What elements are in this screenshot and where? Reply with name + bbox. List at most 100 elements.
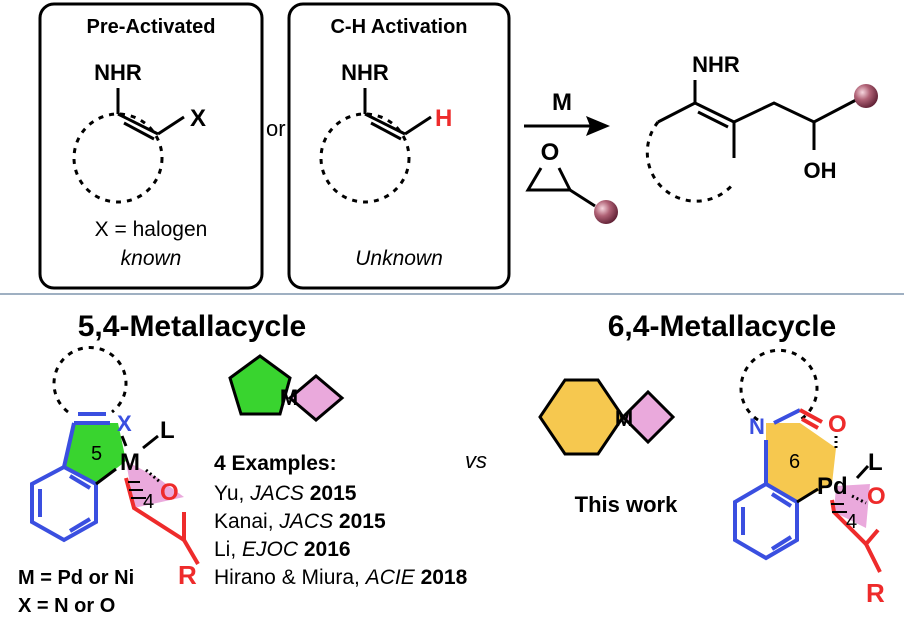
x-m-bond xyxy=(120,435,128,447)
alkene-bond xyxy=(694,101,735,124)
reference-author: Kanai, xyxy=(214,510,279,533)
metal-label: M xyxy=(552,89,572,116)
nhr-label: NHR xyxy=(341,60,389,85)
reference-item: Hirano & Miura, ACIE 2018 xyxy=(214,566,468,589)
product-ring-placeholder xyxy=(645,121,736,203)
reference-item: Yu, JACS 2015 xyxy=(214,482,357,505)
metallacycle-64: 6,4-Metallacycle N O 6 Pd L 4 O R xyxy=(608,310,886,608)
ligand-label: L xyxy=(868,449,883,476)
ring-size-6: 6 xyxy=(789,451,800,473)
oh-label: OH xyxy=(804,158,837,183)
alkene-double-bond xyxy=(697,110,729,129)
four-membered-ring-fill xyxy=(834,484,870,528)
pre-activated-frame xyxy=(38,2,264,290)
benzene-inner-bond xyxy=(770,492,793,508)
x-label: X xyxy=(190,105,206,132)
ring-bond xyxy=(62,422,76,468)
alkene-double-bond xyxy=(370,121,402,141)
metallacycle-54: 5,4-Metallacycle X 5 M L 4 O R M = Pd or… xyxy=(18,310,306,617)
reference-journal: JACS xyxy=(249,482,310,505)
four-membered-ring-fill xyxy=(126,461,184,508)
side-chain xyxy=(733,98,857,124)
pd-l-bond xyxy=(855,464,870,480)
ring-size-5: 5 xyxy=(91,443,102,465)
ch-activation-box: C-H Activation NHR H Unknown xyxy=(287,2,511,290)
r-label: R xyxy=(178,560,197,590)
oxygen-label: O xyxy=(867,483,886,510)
c-m-bond xyxy=(95,467,117,486)
known-label: known xyxy=(121,247,182,270)
x-atom-label: X xyxy=(117,411,132,436)
reference-journal: JACS xyxy=(278,510,339,533)
reference-year: 2016 xyxy=(304,538,351,561)
ring-placeholder xyxy=(739,348,819,422)
ch-activation-title: C-H Activation xyxy=(330,16,467,38)
reference-author: Yu, xyxy=(214,482,250,505)
this-work-label: This work xyxy=(575,492,678,517)
reference-year: 2015 xyxy=(310,482,357,505)
h-label: H xyxy=(435,105,452,132)
metal-atom-label: M xyxy=(120,449,140,476)
four-ring-icon xyxy=(287,374,345,422)
five-membered-ring-fill xyxy=(64,423,126,484)
m-l-bond xyxy=(142,434,159,450)
examples-title: 4 Examples: xyxy=(214,452,337,475)
alkene-double-bond xyxy=(123,121,155,141)
benzene-inner-bond xyxy=(68,517,92,533)
five-ring-icon xyxy=(228,354,292,416)
alkene-bond xyxy=(117,112,159,136)
epoxide-ring xyxy=(525,167,573,192)
four-ring-bonds xyxy=(830,499,880,547)
benzene-inner-bond xyxy=(68,474,92,490)
four-ring-bonds xyxy=(124,477,186,544)
title-54: 5,4-Metallacycle xyxy=(78,310,306,343)
reference-author: Li, xyxy=(214,538,242,561)
carbonyl-bond xyxy=(799,408,823,424)
r-bond xyxy=(182,538,200,566)
ring-bond xyxy=(657,101,696,124)
x-bond xyxy=(157,115,185,136)
reference-item: Kanai, JACS 2015 xyxy=(214,510,386,533)
metal-note: M = Pd or Ni xyxy=(18,567,134,589)
carbonyl-double-bond xyxy=(801,417,819,430)
x-note: X = N or O xyxy=(18,595,115,617)
six-membered-ring-fill xyxy=(766,423,836,502)
pre-activated-box: Pre-Activated NHR X X = halogen known xyxy=(38,2,264,290)
reference-journal: EJOC xyxy=(242,538,304,561)
reference-year: 2015 xyxy=(339,510,386,533)
substituent-sphere xyxy=(854,84,878,108)
palladium-label: Pd xyxy=(817,473,848,500)
reference-journal: ACIE xyxy=(364,566,421,589)
nitrogen-label: N xyxy=(749,414,765,439)
pre-activated-title: Pre-Activated xyxy=(87,16,216,38)
six-ring-icon xyxy=(538,378,625,456)
title-64: 6,4-Metallacycle xyxy=(608,310,836,343)
benzene-inner-bond xyxy=(770,535,793,551)
ligand-label: L xyxy=(160,417,175,444)
metal-icon-label: M xyxy=(280,385,298,410)
reference-year: 2018 xyxy=(421,566,468,589)
ring-placeholder xyxy=(72,112,164,204)
reference-author: Hirano & Miura, xyxy=(214,566,366,589)
halogen-note: X = halogen xyxy=(95,218,208,241)
ring-placeholder xyxy=(319,112,411,204)
epoxide-o-label: O xyxy=(541,139,560,166)
h-bond xyxy=(404,115,432,136)
ring-size-4: 4 xyxy=(143,491,154,513)
ring-bond xyxy=(773,408,801,425)
reaction-arrow-group: M O xyxy=(524,89,618,224)
alkene-bond xyxy=(364,112,406,136)
vs-label: vs xyxy=(465,448,487,473)
substituent-sphere xyxy=(594,200,618,224)
r-label: R xyxy=(866,578,885,608)
epoxide-substituent-bond xyxy=(569,188,596,208)
ring-size-4: 4 xyxy=(846,511,857,533)
oxygen-label: O xyxy=(160,479,179,506)
m-o-bond xyxy=(145,468,161,484)
nhr-label: NHR xyxy=(94,60,142,85)
c-pd-bond xyxy=(796,487,819,504)
four-ring-icon xyxy=(620,389,676,445)
